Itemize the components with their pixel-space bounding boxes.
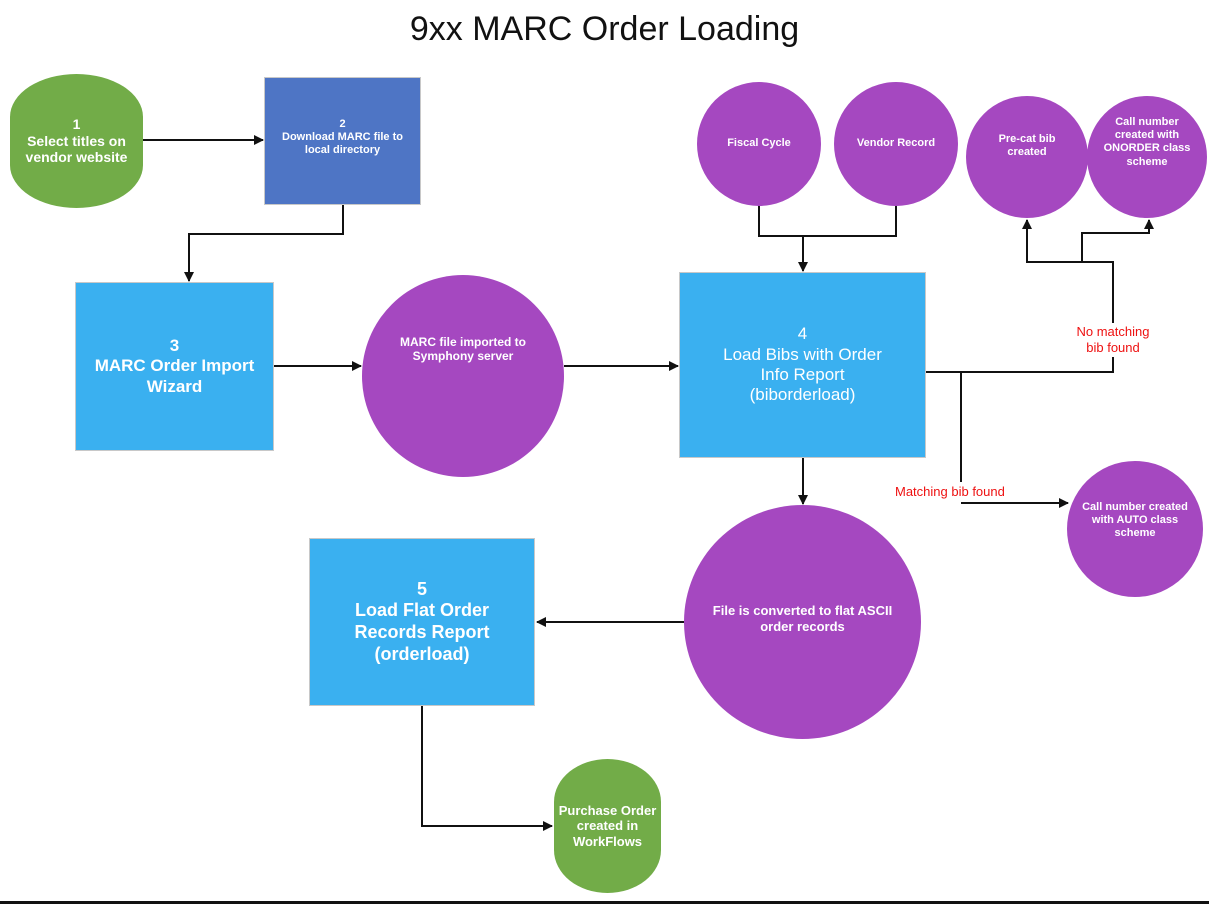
matching-bib-label: Matching bib found bbox=[895, 484, 1035, 500]
vendor-record-circle: Vendor Record bbox=[834, 82, 958, 206]
edge-step4-branch bbox=[925, 353, 1114, 373]
step2-number: 2 bbox=[339, 118, 346, 130]
step5-load-flat-order-report: 5 Load Flat Order Records Report (orderl… bbox=[309, 538, 535, 706]
diagram-title: 9xx MARC Order Loading bbox=[409, 10, 800, 48]
edge-step2-to-step3 bbox=[184, 205, 344, 282]
step1-line: vendor website bbox=[25, 149, 128, 166]
no-matching-bib-label: No matching bib found bbox=[1063, 324, 1163, 357]
match-text: Matching bib found bbox=[895, 484, 1005, 499]
step5-line: Records Report bbox=[354, 622, 490, 642]
step2-download-marc: 2 Download MARC file to local directory bbox=[264, 77, 421, 205]
marc-imported-line: Symphony server bbox=[412, 349, 514, 364]
step4-line: Info Report bbox=[760, 365, 845, 384]
purchase-order-line: created in bbox=[576, 818, 639, 834]
call-onorder-line: Call number bbox=[1115, 116, 1179, 128]
step3-number: 3 bbox=[169, 335, 180, 355]
precat-bib-circle: Pre-cat bib created bbox=[966, 96, 1088, 218]
call-onorder-line: scheme bbox=[1126, 155, 1168, 168]
fiscal-cycle-circle: Fiscal Cycle bbox=[697, 82, 821, 206]
edge-step5-to-purchase-order bbox=[421, 706, 553, 831]
purchase-order-line: Purchase Order bbox=[558, 802, 657, 818]
call-onorder-line: ONORDER class bbox=[1103, 142, 1191, 155]
flat-ascii-conversion-circle: File is converted to flat ASCII order re… bbox=[684, 505, 921, 739]
flat-ascii-line: File is converted to flat ASCII bbox=[712, 603, 893, 618]
step3-marc-order-import-wizard: 3 MARC Order Import Wizard bbox=[75, 282, 274, 451]
vendor-record-label: Vendor Record bbox=[856, 137, 936, 150]
precat-bib-line: created bbox=[1007, 146, 1047, 159]
edge-no-match-up bbox=[1022, 219, 1114, 323]
step1-number: 1 bbox=[72, 115, 81, 132]
call-number-onorder-circle: Call number created with ONORDER class s… bbox=[1087, 96, 1207, 218]
edge-fiscal-cycle-join bbox=[758, 204, 897, 237]
edge-no-match-onorder bbox=[1081, 219, 1154, 262]
step3-line: Wizard bbox=[146, 376, 203, 396]
call-number-auto-circle: Call number created with AUTO class sche… bbox=[1067, 461, 1203, 597]
step4-load-bibs-report: 4 Load Bibs with Order Info Report (bibo… bbox=[679, 272, 926, 458]
step4-line: (biborderload) bbox=[749, 385, 856, 405]
step3-line: MARC Order Import bbox=[94, 356, 255, 376]
step4-number: 4 bbox=[797, 324, 808, 344]
purchase-order-terminal: Purchase Order created in WorkFlows bbox=[554, 759, 661, 893]
fiscal-cycle-label: Fiscal Cycle bbox=[727, 137, 791, 150]
flat-ascii-line: order records bbox=[760, 618, 845, 634]
step5-line: (orderload) bbox=[374, 643, 470, 664]
step5-line: Load Flat Order bbox=[354, 600, 489, 621]
precat-bib-line: Pre-cat bib bbox=[998, 133, 1056, 145]
marc-imported-line: MARC file imported to bbox=[400, 335, 526, 349]
step2-line: Download MARC file to bbox=[282, 131, 403, 144]
no-match-line: No matching bbox=[1076, 324, 1150, 339]
call-auto-line: Call number created bbox=[1082, 501, 1188, 513]
no-match-line: bib found bbox=[1086, 340, 1140, 356]
bottom-border bbox=[0, 901, 1209, 904]
step5-number: 5 bbox=[416, 578, 427, 599]
step1-line: Select titles on bbox=[27, 132, 126, 149]
marc-file-imported-circle: MARC file imported to Symphony server bbox=[362, 275, 564, 477]
call-onorder-line: created with bbox=[1114, 129, 1180, 142]
step1-select-titles: 1 Select titles on vendor website bbox=[10, 74, 143, 208]
call-auto-line: scheme bbox=[1114, 527, 1156, 540]
step4-line: Load Bibs with Order bbox=[723, 344, 882, 364]
step2-line: local directory bbox=[304, 144, 381, 157]
call-auto-line: with AUTO class bbox=[1091, 514, 1179, 527]
purchase-order-line: WorkFlows bbox=[572, 833, 643, 849]
